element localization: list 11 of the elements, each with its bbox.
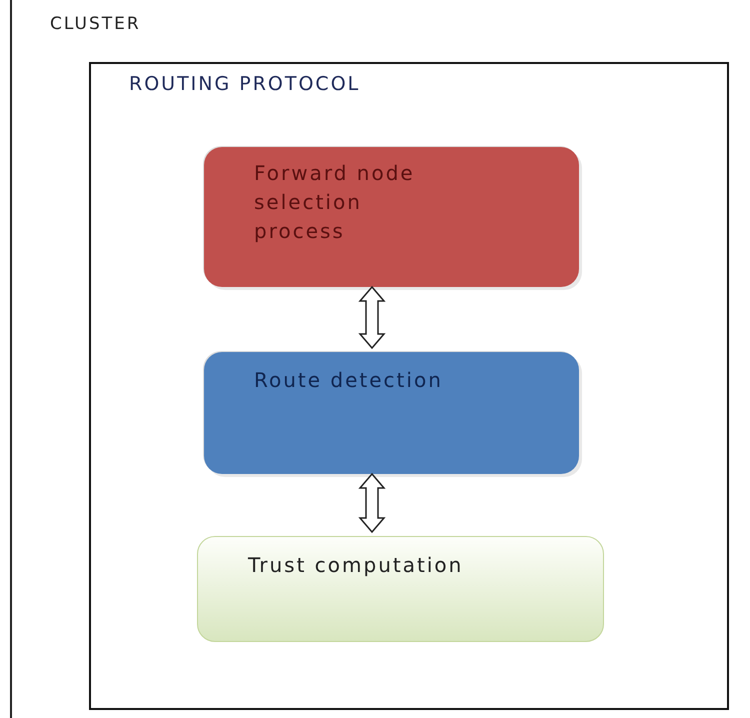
frame-title: ROUTING PROTOCOL [129, 72, 360, 97]
protocol-frame [89, 62, 729, 710]
double-arrow [358, 472, 386, 534]
process-box [204, 352, 579, 474]
node-text: Trust computation [248, 552, 464, 579]
cluster-label: CLUSTER [50, 13, 141, 36]
process-box [197, 536, 604, 642]
process-box [204, 147, 579, 287]
node-text: Route detection [254, 367, 443, 394]
node-text: Forward node selection process [254, 160, 416, 245]
double-arrow [358, 286, 386, 350]
